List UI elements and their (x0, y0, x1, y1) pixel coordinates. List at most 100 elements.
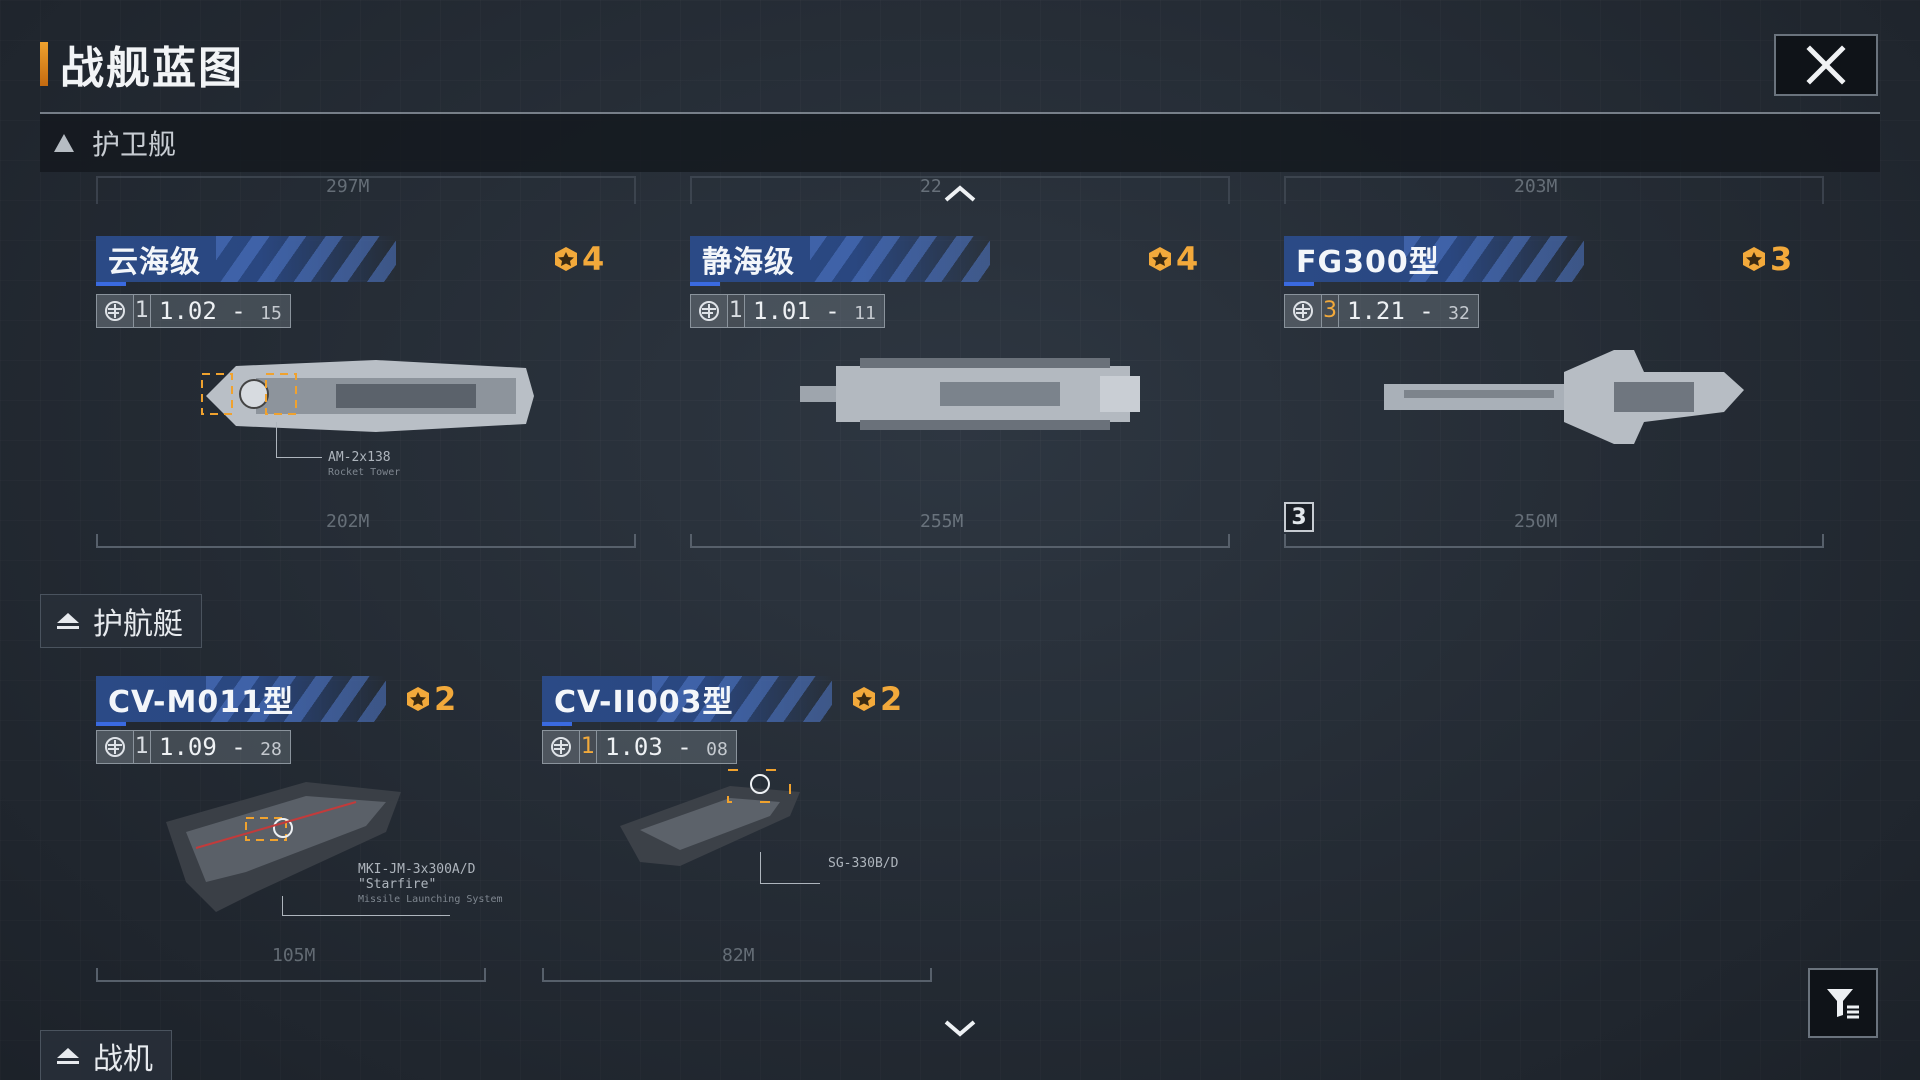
header-divider (40, 112, 1880, 114)
rank-emblem-icon (407, 687, 429, 711)
filter-button[interactable] (1808, 968, 1878, 1038)
weapon-name: AM-2x138 (328, 450, 391, 465)
faction-icon (1285, 295, 1321, 327)
ship-name-plate: CV-M011型 (96, 676, 386, 726)
stat-bar: 1 1.01 - 11 (690, 294, 885, 328)
ship-card-jinghai[interactable]: 22 静海级 4 1 1.01 - 11 255M (690, 176, 1230, 548)
stat-bar: 1 1.03 - 08 (542, 730, 737, 764)
section-header-frigate[interactable]: 护卫舰 (40, 114, 1880, 172)
ship-card-yunhai[interactable]: 297M 云海级 4 1 1.02 - 15 AM-2x138 Rocket T… (96, 176, 636, 548)
collapse-triangle-icon (54, 134, 74, 152)
version-main: 1.21 (1347, 297, 1405, 325)
page-title: 战舰蓝图 (60, 43, 244, 94)
rank-emblem-icon (555, 247, 577, 271)
section-label: 护卫舰 (92, 128, 177, 161)
category-tag-fighter[interactable]: 战机 (40, 1030, 172, 1080)
version-main: 1.03 (605, 733, 663, 761)
ship-name-plate: CV-II003型 (542, 676, 832, 726)
version-sub: 32 (1448, 303, 1470, 324)
ship-name-plate: FG300型 (1284, 236, 1584, 286)
rank-emblem-icon (1743, 247, 1765, 271)
length-label: 202M (326, 511, 370, 532)
ship-fg300-image (1384, 350, 1744, 444)
version-value: 1.01 - 11 (753, 297, 876, 325)
plate-stripes (652, 676, 832, 722)
ship-name: CV-M011型 (108, 685, 294, 720)
ship-name-plate: 静海级 (690, 236, 990, 286)
count-badge: 3 (1284, 502, 1314, 532)
plate-underline (542, 722, 572, 726)
close-icon (1806, 45, 1846, 85)
top-dimension-label: 22 (920, 176, 942, 197)
weapon-leader-line (282, 896, 450, 916)
level-value: 1 (579, 731, 597, 763)
version-sub: 11 (854, 303, 876, 324)
rank-badge: 4 (552, 240, 604, 278)
ship-class-icon (57, 613, 79, 629)
card-frame (96, 968, 486, 982)
scroll-up-chevron-icon[interactable] (940, 180, 980, 206)
ship-card-cv-m011[interactable]: CV-M011型 2 1 1.09 - 28 MKI-JM-3x300A/D "… (96, 616, 503, 982)
ship-yunhai-image (201, 360, 534, 432)
plate-underline (1284, 282, 1314, 286)
weapon-type: Rocket Tower (328, 467, 401, 478)
weapon-nickname: "Starfire" (358, 877, 437, 892)
stat-bar: 3 1.21 - 32 (1284, 294, 1479, 328)
rank-value: 2 (434, 680, 457, 718)
card-frame (96, 534, 636, 548)
rank-value: 4 (582, 240, 605, 278)
card-frame (1284, 534, 1824, 548)
rank-badge: 3 (1740, 240, 1792, 278)
rank-value: 2 (880, 680, 903, 718)
faction-icon (543, 731, 579, 763)
page-title-bar: 战舰蓝图 (40, 36, 244, 94)
ship-name: FG300型 (1296, 245, 1440, 280)
category-tag-escort[interactable]: 护航艇 (40, 594, 202, 648)
title-accent (40, 42, 48, 86)
plate-stripes (1404, 236, 1584, 282)
stat-bar: 1 1.02 - 15 (96, 294, 291, 328)
version-value: 1.21 - 32 (1347, 297, 1470, 325)
faction-icon (97, 731, 133, 763)
top-dimension-line (96, 176, 636, 204)
rank-emblem-icon (853, 687, 875, 711)
weapon-callout: MKI-JM-3x300A/D "Starfire" Missile Launc… (358, 862, 503, 907)
length-label: 250M (1514, 511, 1558, 532)
version-main: 1.02 (159, 297, 217, 325)
top-dimension-label: 203M (1514, 176, 1558, 197)
version-sub: 08 (706, 739, 728, 760)
weapon-leader-line (276, 422, 322, 458)
level-value: 1 (133, 295, 151, 327)
ship-card-cv-ii003[interactable]: CV-II003型 2 1 1.03 - 08 SG-330B/D 82M (542, 616, 932, 982)
level-value: 1 (727, 295, 745, 327)
ship-cv-m011-image (166, 782, 401, 912)
ship-card-fg300[interactable]: 203M FG300型 3 3 1.21 - 32 3 250M (1284, 176, 1824, 548)
rank-badge: 2 (404, 680, 456, 718)
ship-cv-ii003-image (620, 769, 800, 866)
scroll-down-chevron-icon[interactable] (940, 1016, 980, 1042)
rank-emblem-icon (1149, 247, 1171, 271)
plate-stripes (216, 236, 396, 282)
rank-value: 4 (1176, 240, 1199, 278)
faction-icon (691, 295, 727, 327)
category-label: 护航艇 (93, 607, 183, 642)
rank-badge: 2 (850, 680, 902, 718)
ship-name: 静海级 (702, 245, 795, 280)
plate-underline (96, 722, 126, 726)
version-main: 1.01 (753, 297, 811, 325)
card-frame (542, 968, 932, 982)
plate-stripes (810, 236, 990, 282)
version-sub: 15 (260, 303, 282, 324)
weapon-type: Missile Launching System (358, 894, 503, 905)
plate-underline (690, 282, 720, 286)
ship-name-plate: 云海级 (96, 236, 396, 286)
top-dimension-line (690, 176, 1230, 204)
rank-value: 3 (1770, 240, 1793, 278)
card-frame (690, 534, 1230, 548)
rank-badge: 4 (1146, 240, 1198, 278)
weapon-callout: AM-2x138 Rocket Tower (328, 450, 400, 480)
close-button[interactable] (1774, 34, 1878, 96)
level-value: 1 (133, 731, 151, 763)
level-value: 3 (1321, 295, 1339, 327)
plate-underline (96, 282, 126, 286)
